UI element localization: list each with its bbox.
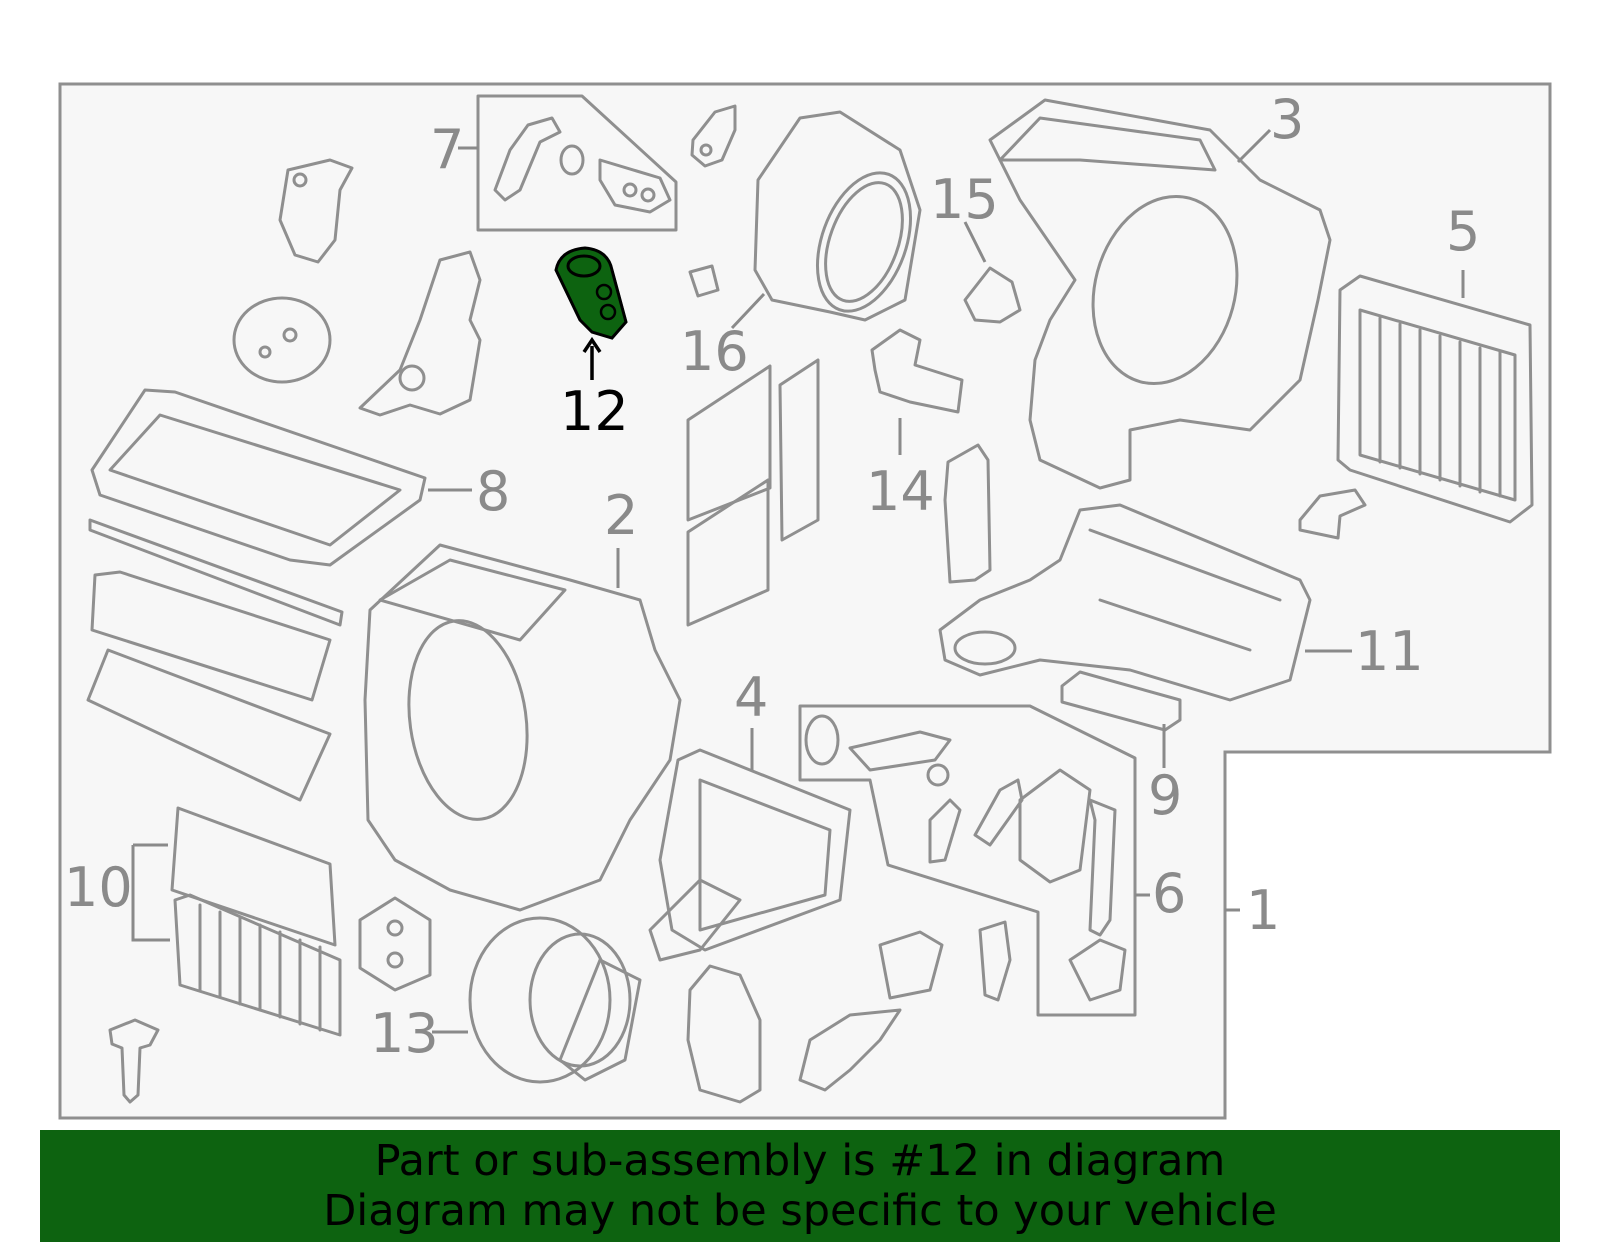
callout-13: 13 — [370, 1002, 439, 1065]
callout-5: 5 — [1446, 200, 1480, 263]
part-seal-strip — [943, 443, 992, 584]
part-gasket-square — [358, 896, 432, 992]
leader-lines — [131, 128, 1465, 1034]
part-actuator-round — [232, 296, 332, 384]
part-6-components — [804, 714, 1127, 1002]
part-9-filter-small — [1060, 670, 1182, 732]
part-clip-bottom — [878, 920, 1012, 1002]
part-resistor — [686, 964, 762, 1104]
callout-16: 16 — [680, 320, 749, 383]
info-banner: Part or sub-assembly is #12 in diagram D… — [40, 1130, 1560, 1242]
part-actuator-motor — [358, 250, 482, 417]
part-2-heater-case — [363, 543, 682, 912]
part-4-heater-core — [648, 748, 852, 962]
part-12-expansion-valve — [554, 246, 628, 340]
callout-14: 14 — [866, 460, 935, 523]
callout-3: 3 — [1270, 88, 1304, 151]
part-bracket-small — [690, 104, 737, 168]
part-3-case — [988, 98, 1332, 490]
callout-11: 11 — [1355, 620, 1424, 683]
callout-labels: 1 2 3 4 5 6 7 8 9 10 11 12 13 14 15 16 — [64, 88, 1480, 1065]
part-5-evaporator — [1336, 274, 1534, 524]
part-bracket-top-left — [278, 158, 354, 264]
part-clip-small — [688, 264, 720, 298]
part-bracket-bottom — [798, 1008, 902, 1092]
part-duct-plates — [86, 518, 344, 802]
callout-1: 1 — [1246, 879, 1280, 942]
callout-8: 8 — [476, 460, 510, 523]
assembly-panel — [58, 82, 1552, 1120]
part-15-flap — [963, 266, 1022, 324]
callout-6: 6 — [1152, 862, 1186, 925]
callout-2: 2 — [604, 484, 638, 547]
sub-box-6 — [798, 704, 1137, 1017]
callout-4: 4 — [734, 666, 768, 729]
callout-12: 12 — [560, 380, 629, 443]
parts-diagram: 1 2 3 4 5 6 7 8 9 10 11 12 13 14 15 16 — [58, 82, 1552, 1120]
part-clip-right — [1298, 488, 1367, 540]
callout-7: 7 — [430, 118, 464, 181]
callout-10: 10 — [64, 856, 133, 919]
part-13-blower-motor — [468, 916, 642, 1084]
callout-15: 15 — [930, 168, 999, 231]
sub-box-7 — [476, 94, 678, 232]
banner-line-disclaimer: Diagram may not be specific to your vehi… — [323, 1186, 1277, 1236]
part-8-duct — [90, 388, 427, 567]
part-filter-panels — [686, 358, 820, 627]
part-10-filters — [170, 806, 342, 1037]
part-11-lower-case — [938, 503, 1312, 702]
part-16-blower-housing — [753, 110, 922, 322]
banner-line-part-number: Part or sub-assembly is #12 in diagram — [374, 1136, 1226, 1186]
part-7-fittings — [493, 116, 672, 214]
part-screw — [108, 1018, 160, 1104]
callout-9: 9 — [1148, 764, 1182, 827]
part-14-sensor — [870, 328, 964, 414]
